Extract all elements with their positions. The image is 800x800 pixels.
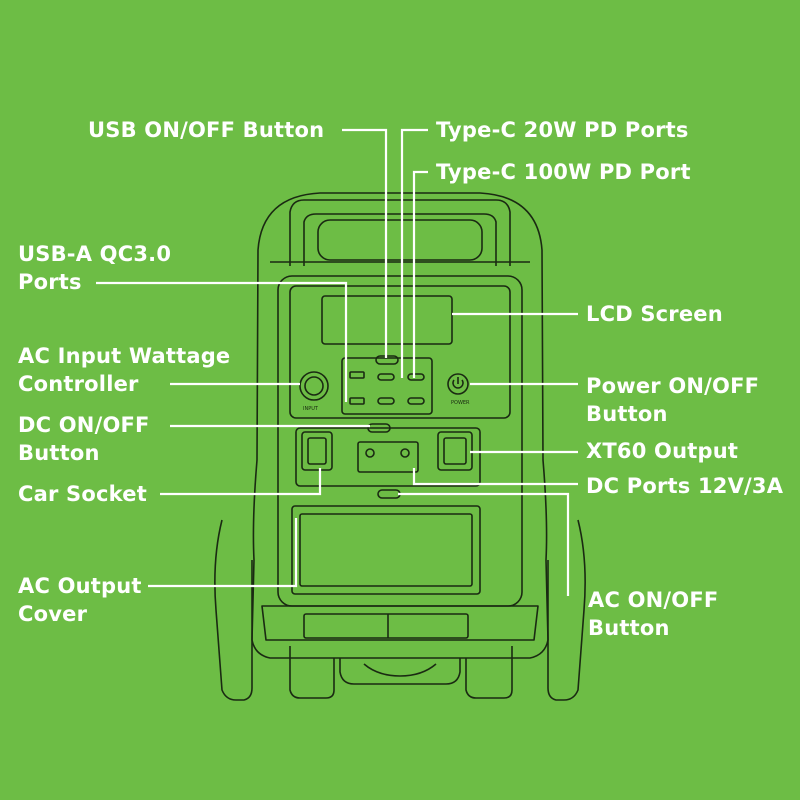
leader-ac-onoff	[398, 492, 570, 596]
left-foot	[214, 519, 253, 701]
label-usb-a-line2: Ports	[18, 270, 82, 294]
leader-type-c-20w	[400, 128, 428, 378]
label-usb-a-qc3-ports: USB-A QC3.0 Ports	[18, 240, 171, 296]
usb-ports-block	[341, 357, 433, 415]
dc-output-panel	[295, 427, 481, 487]
power-button-shape	[447, 373, 469, 395]
label-lcd-screen: LCD Screen	[586, 302, 723, 326]
leader-ac-cover	[148, 518, 298, 588]
label-ac-onoff-line2: Button	[588, 616, 670, 640]
label-ac-cover-line2: Cover	[18, 602, 88, 626]
label-ac-output-cover: AC Output Cover	[18, 572, 142, 628]
leader-usb-onoff	[342, 128, 388, 358]
label-car-socket: Car Socket	[18, 482, 147, 506]
dc-port-1	[365, 448, 375, 458]
label-dc-onoff-line1: DC ON/OFF	[18, 413, 150, 437]
label-power-line1: Power ON/OFF	[586, 374, 760, 398]
leader-dc-ports	[412, 468, 578, 486]
carry-handle	[289, 199, 511, 266]
type-c-100w-port	[407, 373, 425, 381]
front-panel-frame	[277, 275, 523, 607]
label-dc-ports-12v-3a: DC Ports 12V/3A	[586, 474, 784, 498]
label-ac-onoff-button: AC ON/OFF Button	[588, 586, 718, 642]
type-c-20w-port-2	[377, 397, 395, 405]
label-ac-input-line2: Controller	[18, 372, 139, 396]
label-ac-input-wattage-controller: AC Input Wattage Controller	[18, 342, 230, 398]
usb-a-port-2	[349, 397, 365, 405]
dc-onoff-button-shape	[367, 423, 391, 433]
leader-type-c-100w	[412, 170, 428, 378]
type-c-port-4	[407, 397, 425, 405]
control-panel	[289, 285, 511, 419]
device-base	[261, 605, 539, 641]
ac-input-knob	[299, 371, 329, 401]
usb-a-port-1	[349, 371, 365, 379]
label-dc-onoff-line2: Button	[18, 441, 100, 465]
label-ac-onoff-line1: AC ON/OFF	[588, 588, 719, 612]
car-socket-shape	[301, 431, 333, 471]
dc-port-2	[400, 448, 410, 458]
svg-text:INPUT: INPUT	[303, 406, 319, 412]
leader-usb-a	[96, 281, 348, 402]
leader-car-socket	[160, 468, 322, 496]
label-type-c-20w-pd-ports: Type-C 20W PD Ports	[436, 118, 689, 142]
label-usb-onoff-button: USB ON/OFF Button	[88, 118, 325, 142]
ac-onoff-button-shape	[377, 489, 401, 499]
device-shell	[251, 192, 549, 659]
label-type-c-100w-pd-port: Type-C 100W PD Port	[436, 160, 691, 184]
power-station-device: INPUT POWER	[214, 192, 586, 701]
dc-ports-area	[357, 441, 419, 473]
label-xt60-output: XT60 Output	[586, 439, 739, 463]
label-power-onoff-button: Power ON/OFF Button	[586, 372, 759, 428]
label-ac-cover-line1: AC Output	[18, 574, 142, 598]
handle-grip	[317, 219, 483, 261]
label-usb-a-line1: USB-A QC3.0	[18, 242, 172, 266]
type-c-20w-port-1	[377, 373, 395, 381]
label-dc-onoff-button: DC ON/OFF Button	[18, 411, 150, 467]
label-ac-input-line1: AC Input Wattage	[18, 344, 231, 368]
svg-text:POWER: POWER	[451, 400, 470, 406]
right-foot	[547, 519, 586, 701]
leader-lines	[96, 128, 578, 596]
label-power-line2: Button	[586, 402, 668, 426]
ac-output-cover-shape	[291, 505, 481, 595]
